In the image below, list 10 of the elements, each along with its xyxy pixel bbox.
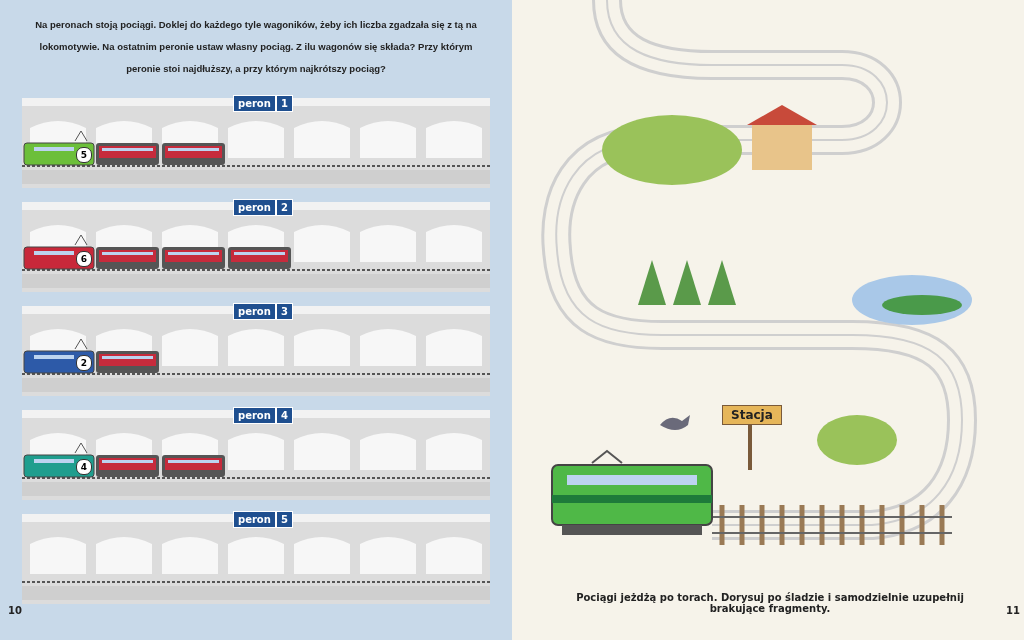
platform-sign: peron 4 [233,407,293,424]
platform-sign: peron 5 [233,511,293,528]
station-sign: Stacja [722,405,782,425]
page-number: 10 [8,605,22,616]
instruction-text: Pociągi jeżdżą po torach. Dorysuj po śladzie i samodzielnie uzupełnij brakujące fragmenty. [575,592,965,614]
platform-sign: peron 3 [233,303,293,320]
page-number: 11 [1006,605,1020,616]
instruction-text: Na peronach stoją pociągi. Doklej do każdego tyle wagoników, żeby ich liczba zgadzała się z tą na lokomotywie. Na ostatnim peronie ustaw własny pociąg. Z ilu wagonów się składa? Przy którym peronie stoi najdłuższy, a przy którym najkrótszy pociąg? [34,18,478,76]
platform-sign: peron 1 [233,95,293,112]
platform-sign: peron 2 [233,199,293,216]
